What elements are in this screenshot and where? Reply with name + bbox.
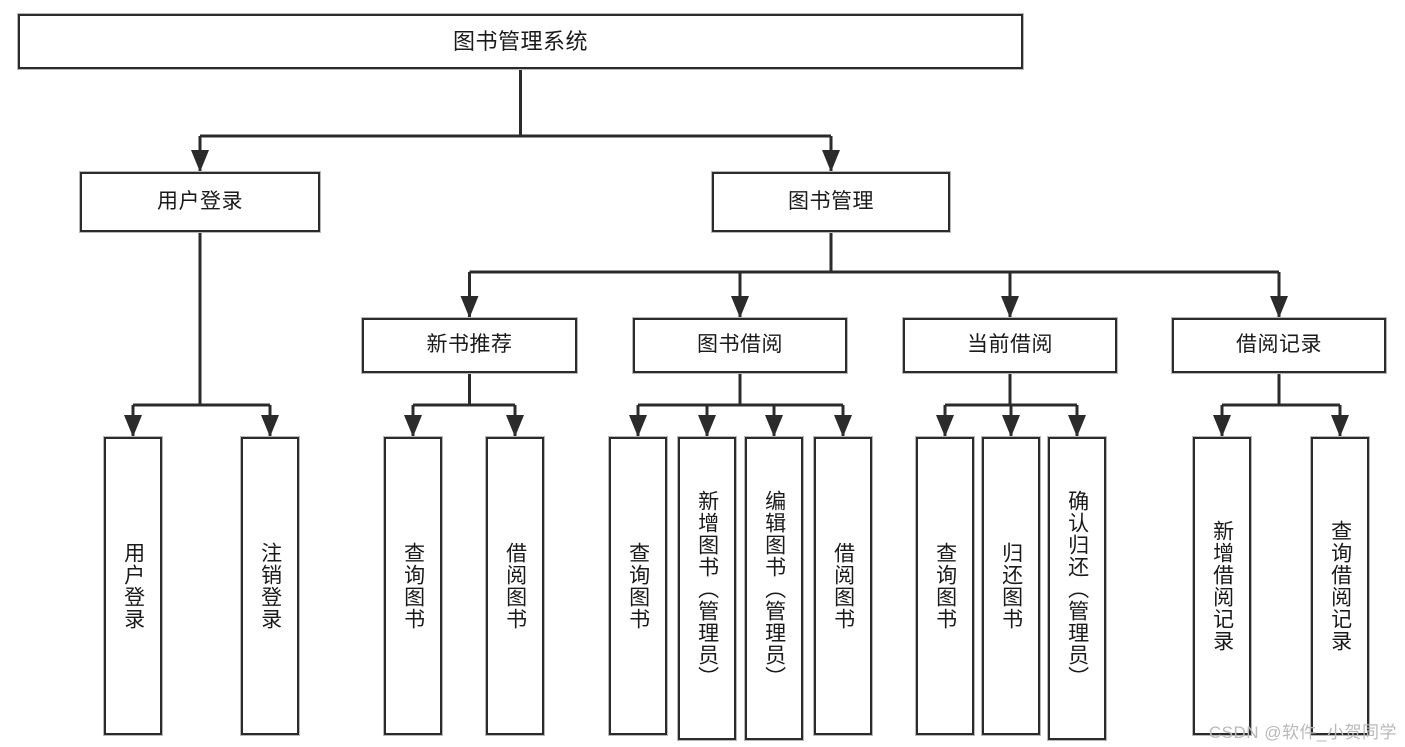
arrow-head-leaf_6 — [765, 415, 783, 437]
arrow-head-leaf_9 — [1002, 415, 1020, 437]
node-label-leaf_7: 借阅图书 — [831, 542, 855, 630]
node-box-l2_3[interactable]: 借阅记录 — [1172, 318, 1386, 373]
arrow-head-leaf_1 — [261, 415, 279, 437]
node-box-leaf_8[interactable]: 查询图书 — [916, 437, 974, 735]
node-box-l1_1[interactable]: 图书管理 — [712, 172, 950, 232]
arrow-head-l2_0 — [460, 296, 479, 318]
node-label-l1_0: 用户登录 — [157, 189, 243, 213]
arrow-head-l2_2 — [1001, 296, 1019, 318]
node-label-root: 图书管理系统 — [452, 28, 588, 54]
node-label-l2_2: 当前借阅 — [967, 333, 1053, 357]
node-label-leaf_6: 编辑图书（管理员） — [762, 489, 786, 688]
arrow-head-l1_1 — [822, 150, 840, 172]
arrow-head-leaf_10 — [1068, 415, 1086, 437]
node-label-leaf_1: 注销登录 — [258, 542, 282, 630]
node-box-leaf_6[interactable]: 编辑图书（管理员） — [745, 437, 803, 740]
arrow-head-leaf_4 — [629, 415, 647, 437]
node-label-leaf_9: 归还图书 — [999, 542, 1023, 630]
node-box-l2_2[interactable]: 当前借阅 — [903, 318, 1117, 373]
arrow-head-leaf_8 — [936, 415, 954, 437]
node-box-leaf_11[interactable]: 新增借阅记录 — [1193, 437, 1251, 735]
node-box-root[interactable]: 图书管理系统 — [18, 14, 1023, 69]
node-box-leaf_12[interactable]: 查询借阅记录 — [1311, 437, 1369, 735]
node-box-leaf_7[interactable]: 借阅图书 — [814, 437, 872, 735]
node-label-l2_0: 新书推荐 — [426, 333, 513, 357]
arrow-head-leaf_2 — [404, 415, 422, 437]
node-box-leaf_9[interactable]: 归还图书 — [982, 437, 1040, 735]
watermark-label: CSDN @软件_小贺同学 — [1208, 723, 1397, 742]
node-label-l1_1: 图书管理 — [788, 189, 874, 213]
node-label-leaf_10: 确认归还（管理员） — [1065, 489, 1089, 688]
node-box-l2_1[interactable]: 图书借阅 — [633, 318, 847, 373]
node-box-leaf_4[interactable]: 查询图书 — [609, 437, 667, 735]
node-box-leaf_2[interactable]: 查询图书 — [384, 437, 442, 735]
arrow-head-l1_0 — [191, 150, 209, 172]
node-box-l2_0[interactable]: 新书推荐 — [362, 318, 577, 373]
node-box-l1_0[interactable]: 用户登录 — [80, 172, 320, 232]
node-box-leaf_0[interactable]: 用户登录 — [104, 437, 162, 735]
node-label-leaf_4: 查询图书 — [626, 542, 650, 630]
node-label-leaf_3: 借阅图书 — [503, 542, 527, 630]
arrow-head-leaf_7 — [834, 415, 852, 437]
arrow-head-l2_1 — [731, 296, 749, 318]
node-label-leaf_0: 用户登录 — [121, 542, 145, 630]
node-label-leaf_5: 新增图书（管理员） — [695, 489, 719, 688]
arrow-head-leaf_12 — [1331, 415, 1349, 437]
node-label-leaf_11: 新增借阅记录 — [1210, 520, 1234, 652]
node-label-leaf_2: 查询图书 — [401, 542, 425, 630]
node-label-leaf_12: 查询借阅记录 — [1328, 520, 1352, 652]
node-box-leaf_3[interactable]: 借阅图书 — [486, 437, 544, 735]
node-label-l2_3: 借阅记录 — [1236, 333, 1322, 357]
arrow-head-leaf_5 — [698, 415, 716, 437]
arrow-head-leaf_0 — [124, 415, 142, 437]
node-box-leaf_5[interactable]: 新增图书（管理员） — [678, 437, 736, 740]
arrow-head-leaf_11 — [1213, 415, 1231, 437]
node-label-leaf_8: 查询图书 — [933, 542, 957, 630]
node-label-l2_1: 图书借阅 — [697, 333, 783, 357]
arrow-head-l2_3 — [1270, 296, 1288, 318]
node-box-leaf_1[interactable]: 注销登录 — [241, 437, 299, 735]
node-box-leaf_10[interactable]: 确认归还（管理员） — [1048, 437, 1106, 740]
arrow-head-leaf_3 — [506, 415, 524, 437]
